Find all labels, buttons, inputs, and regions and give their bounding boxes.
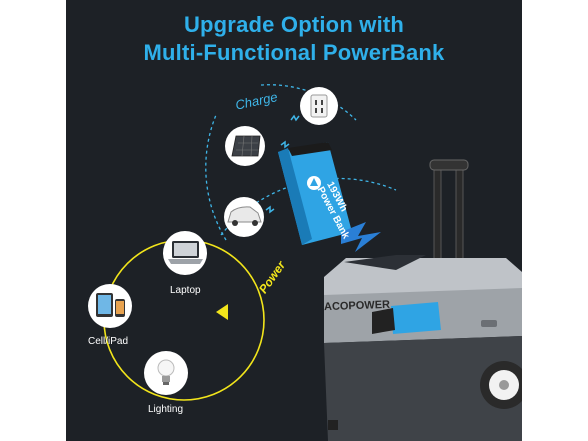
solar-panel-icon xyxy=(225,126,265,166)
lighting-label: Lighting xyxy=(148,404,184,415)
headline-line-2: Multi-Functional PowerBank xyxy=(143,40,445,65)
dark-panel: Upgrade Option with Multi-Functional Pow… xyxy=(66,0,522,441)
illustration-layer xyxy=(88,84,522,441)
fridge-cooler xyxy=(324,159,522,441)
bolt-squiggle-3 xyxy=(265,205,275,214)
cell-ipad-label: Cell/iPad xyxy=(88,336,129,347)
charge-arc-left xyxy=(205,114,227,241)
headline-line-1: Upgrade Option with xyxy=(183,12,405,37)
power-bank xyxy=(278,142,352,245)
laptop-icon xyxy=(163,231,207,275)
big-bolt-icon xyxy=(341,222,381,252)
car-icon xyxy=(224,197,264,237)
laptop-label: Laptop xyxy=(170,285,201,296)
charge-arc-top xyxy=(260,84,357,121)
bolt-squiggle-1 xyxy=(280,140,290,149)
power-arrow-icon xyxy=(216,304,228,320)
light-bulb-icon xyxy=(144,351,188,395)
brand-label: ACOPOWER xyxy=(323,298,391,314)
bolt-squiggle-2 xyxy=(290,114,300,122)
tablet-phone-icon xyxy=(88,284,132,328)
outlet-icon xyxy=(300,87,338,125)
